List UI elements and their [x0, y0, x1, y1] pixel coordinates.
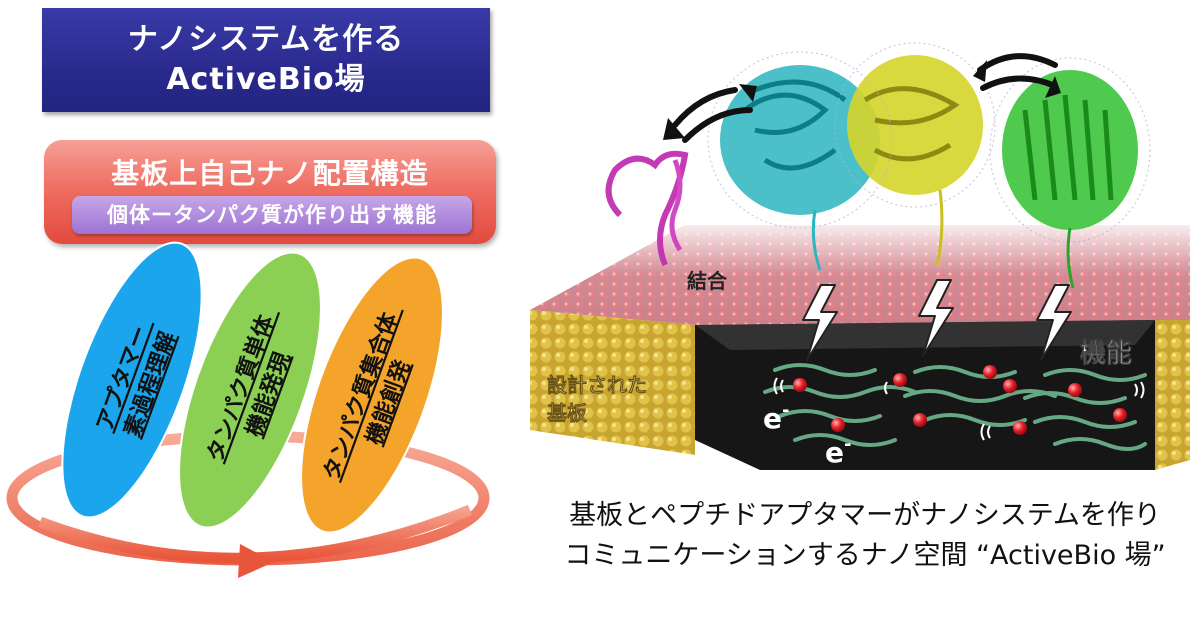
- lightning-bolts: [802, 279, 1072, 361]
- research-cycle-diagram: アプタマー 素過程理解 タンパク質単体 機能発現 タンパク質集合体 機能創発: [6, 241, 490, 578]
- caption-line-1: 基板とペプチドアプタマーがナノシステムを作り: [569, 500, 1161, 531]
- substrate-label-line2: 基板: [547, 401, 588, 425]
- electrons: [793, 365, 1127, 435]
- title-box: ナノシステムを作る ActiveBio場: [42, 8, 490, 112]
- protein-green: [1002, 70, 1138, 230]
- title-line-2: ActiveBio場: [166, 62, 366, 97]
- protein-magenta: [605, 150, 689, 267]
- substrate-label-line1: 設計された: [547, 373, 647, 397]
- interaction-arrows: [672, 53, 1058, 143]
- cycle-arrow-head: [238, 544, 274, 578]
- substrate-cavity: [695, 320, 1155, 470]
- substrate-structure-title: 基板上自己ナノ配置構造: [111, 157, 429, 190]
- electron-label-1: e-: [763, 400, 789, 435]
- activebio-scene: 結合 機能 設計された 基板 e- e-: [530, 42, 1190, 470]
- oval-aptamer: アプタマー 素過程理解: [61, 241, 203, 519]
- caption: 基板とペプチドアプタマーがナノシステムを作り コミュニケーションするナノ空間 “…: [540, 496, 1190, 576]
- signal-waves: [763, 363, 1147, 451]
- oval-protein-single: タンパク質単体 機能発現: [178, 251, 322, 529]
- function-label: 機能: [1080, 338, 1132, 369]
- protein-yellow: [847, 55, 983, 195]
- caption-line-2: コミュニケーションするナノ空間 “ActiveBio 場”: [564, 540, 1166, 571]
- binding-label: 結合: [687, 269, 728, 293]
- substrate-side-gold: [530, 310, 695, 455]
- protein-function-box: 個体ータンパク質が作り出す機能: [72, 196, 472, 234]
- protein-cyan: [720, 65, 880, 215]
- electron-label-2: e-: [825, 434, 851, 469]
- title-line-1: ナノシステムを作る: [127, 22, 405, 57]
- substrate-right-gold: [1155, 320, 1190, 470]
